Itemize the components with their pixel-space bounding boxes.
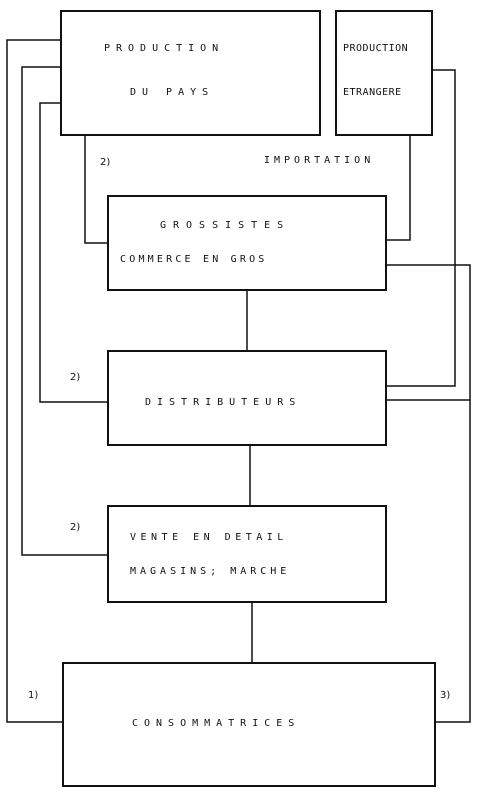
path-3-marker: 3) bbox=[440, 690, 451, 701]
connector-etrangere-to-distributeurs bbox=[387, 69, 456, 387]
distributeurs-line1: DISTRIBUTEURS bbox=[145, 397, 302, 408]
vente-en-detail-box bbox=[107, 505, 387, 603]
connector-production-to-consommatrices bbox=[6, 39, 62, 723]
production-etrangere-box bbox=[335, 10, 433, 136]
path-2-marker-vente: 2) bbox=[70, 522, 81, 533]
importation-label: IMPORTATION bbox=[264, 155, 375, 166]
production-du-pays-line1: PRODUCTION bbox=[104, 43, 225, 54]
grossistes-box bbox=[107, 195, 387, 291]
distributeurs-box bbox=[107, 350, 387, 446]
production-du-pays-box bbox=[60, 10, 321, 136]
path-2-marker-distributeurs: 2) bbox=[70, 372, 81, 383]
production-etrangere-line1: PRODUCTION bbox=[343, 43, 409, 54]
connector-importation-to-grossistes bbox=[387, 135, 411, 241]
grossistes-line2: COMMERCE EN GROS bbox=[120, 254, 268, 265]
connector-production-to-vente bbox=[21, 66, 107, 556]
path-2-marker-grossistes: 2) bbox=[100, 157, 111, 168]
connector-production-to-grossistes bbox=[84, 135, 107, 244]
vente-en-detail-line2: MAGASINS; MARCHE bbox=[130, 566, 291, 577]
connector-grossistes-to-consommatrices bbox=[387, 264, 471, 723]
vente-en-detail-line1: VENTE EN DETAIL bbox=[130, 532, 288, 543]
consommatrices-box bbox=[62, 662, 436, 787]
connector-production-to-distributeurs bbox=[39, 102, 107, 403]
production-du-pays-line2: DU PAYS bbox=[130, 87, 215, 98]
path-1-marker: 1) bbox=[28, 690, 39, 701]
consommatrices-line1: CONSOMMATRICES bbox=[132, 718, 301, 729]
grossistes-line1: GROSSISTES bbox=[160, 220, 291, 231]
production-etrangere-line2: ETRANGERE bbox=[343, 87, 402, 98]
